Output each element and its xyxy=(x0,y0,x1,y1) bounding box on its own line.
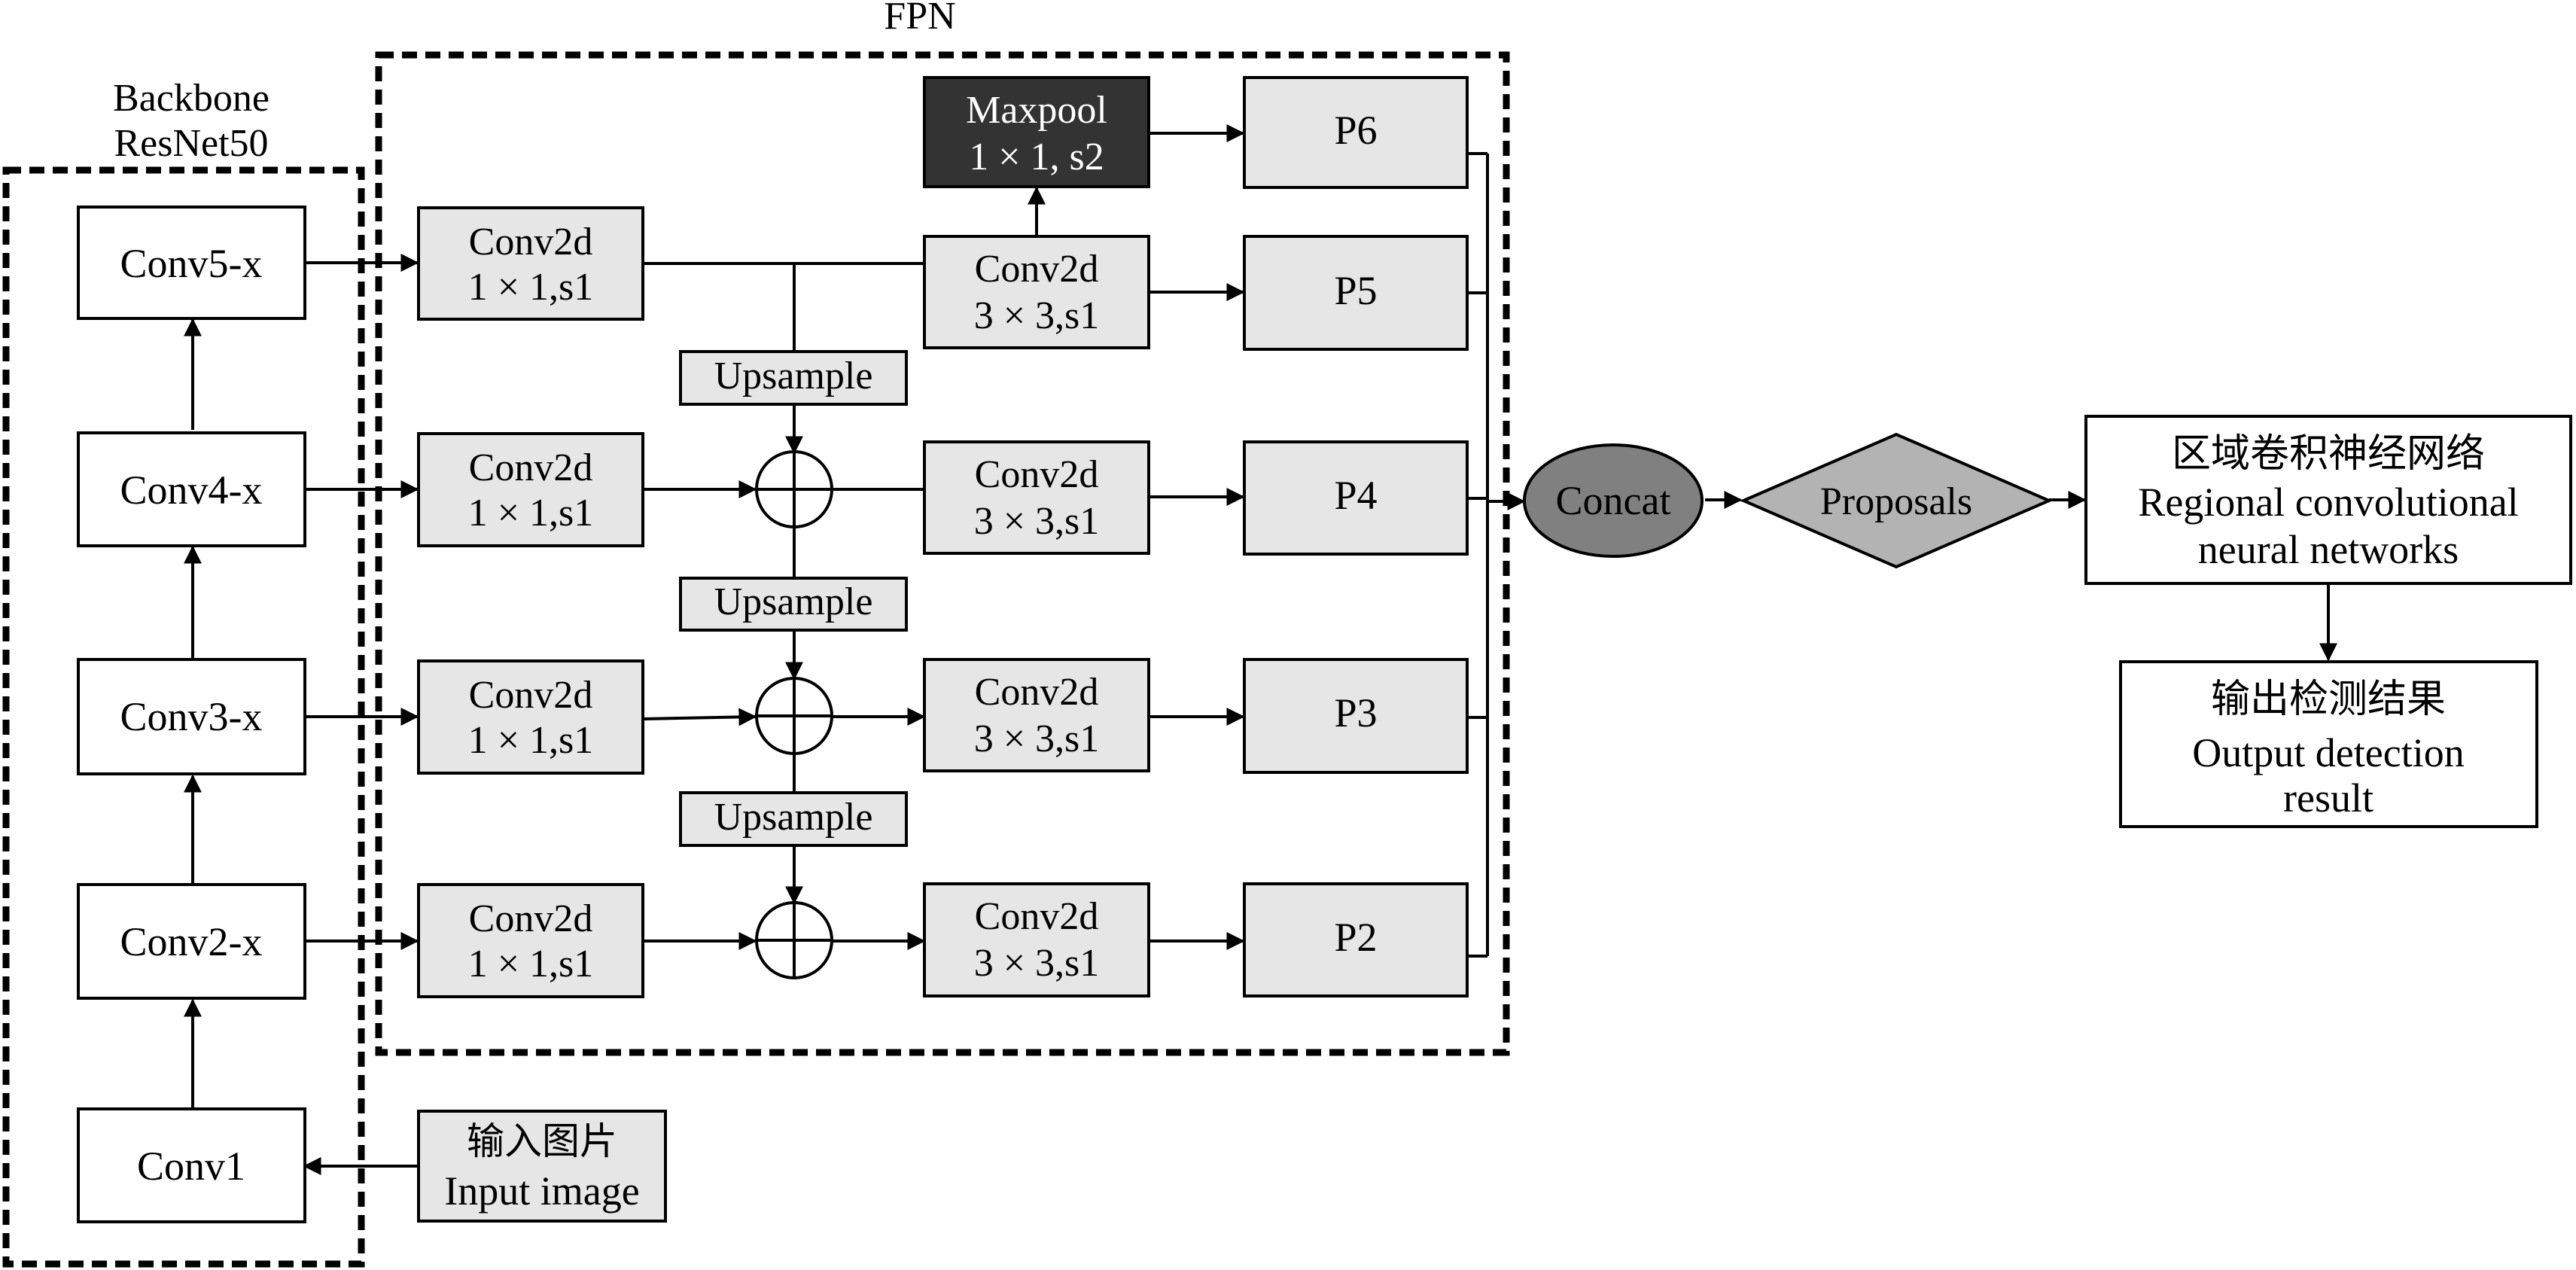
svg-text:1 × 1,s1: 1 × 1,s1 xyxy=(468,266,594,309)
lateral-conv-c5: Conv2d 1 × 1,s1 xyxy=(417,206,644,321)
svg-text:1 × 1, s2: 1 × 1, s2 xyxy=(969,136,1104,178)
result-box: 输出检测结果 Output detection result xyxy=(2119,660,2538,828)
svg-text:Conv2-x: Conv2-x xyxy=(120,919,263,964)
svg-text:1 × 1,s1: 1 × 1,s1 xyxy=(468,492,594,534)
svg-text:Conv2d: Conv2d xyxy=(975,895,1099,938)
smooth-conv-p3: Conv2d 3 × 3,s1 xyxy=(923,658,1150,772)
output-p6: P6 xyxy=(1243,76,1469,189)
svg-text:输出检测结果: 输出检测结果 xyxy=(2211,678,2446,721)
lateral-conv-c4: Conv2d 1 × 1,s1 xyxy=(417,432,644,547)
svg-text:P5: P5 xyxy=(1334,268,1377,313)
backbone-stage-conv2: Conv2-x xyxy=(77,883,306,1000)
smooth-conv-p4: Conv2d 3 × 3,s1 xyxy=(923,440,1150,555)
lateral-conv-c3: Conv2d 1 × 1,s1 xyxy=(417,659,644,775)
svg-text:Conv1: Conv1 xyxy=(137,1144,245,1189)
svg-text:3 × 3,s1: 3 × 3,s1 xyxy=(974,717,1100,760)
svg-text:Output detection: Output detection xyxy=(2192,730,2464,775)
svg-text:P4: P4 xyxy=(1334,473,1377,518)
svg-text:区域卷积神经网络: 区域卷积神经网络 xyxy=(2172,433,2485,476)
output-p3: P3 xyxy=(1243,658,1469,774)
svg-text:Conv2d: Conv2d xyxy=(469,897,593,940)
fpn-frame xyxy=(375,51,1510,1056)
svg-text:1 × 1,s1: 1 × 1,s1 xyxy=(468,719,594,762)
svg-text:Input image: Input image xyxy=(444,1168,639,1214)
output-p4: P4 xyxy=(1243,440,1469,556)
rcnn-box: 区域卷积神经网络 Regional convolutional neural n… xyxy=(2084,415,2572,585)
backbone-stage-conv5: Conv5-x xyxy=(77,206,306,320)
concat-node: Concat xyxy=(1523,443,1704,558)
fpn-label: FPN xyxy=(884,0,955,38)
backbone-frame xyxy=(2,166,365,1268)
backbone-stage-conv3: Conv3-x xyxy=(77,658,306,775)
backbone-label: Backbone xyxy=(113,77,269,120)
upsample-3: Upsample xyxy=(679,791,908,847)
input-image-box: 输入图片 Input image xyxy=(417,1110,667,1223)
svg-text:P6: P6 xyxy=(1334,108,1377,153)
svg-text:Upsample: Upsample xyxy=(714,355,873,397)
resnet50-label: ResNet50 xyxy=(114,122,268,165)
svg-text:3 × 3,s1: 3 × 3,s1 xyxy=(974,500,1100,543)
connectors xyxy=(184,124,2337,1175)
svg-text:Conv2d: Conv2d xyxy=(975,248,1099,291)
lateral-conv-c2: Conv2d 1 × 1,s1 xyxy=(417,883,644,998)
smooth-conv-p2: Conv2d 3 × 3,s1 xyxy=(923,882,1150,997)
output-p2: P2 xyxy=(1243,882,1469,997)
svg-text:Conv5-x: Conv5-x xyxy=(120,241,263,286)
upsample-1: Upsample xyxy=(679,350,908,406)
svg-text:Conv2d: Conv2d xyxy=(469,446,593,489)
svg-text:Conv2d: Conv2d xyxy=(975,671,1099,714)
backbone-stage-conv4: Conv4-x xyxy=(77,431,306,547)
svg-text:Conv2d: Conv2d xyxy=(975,453,1099,496)
svg-text:neural networks: neural networks xyxy=(2198,527,2459,572)
output-p5: P5 xyxy=(1243,235,1469,351)
svg-text:Concat: Concat xyxy=(1556,478,1671,523)
svg-text:Conv2d: Conv2d xyxy=(469,674,593,717)
upsample-2: Upsample xyxy=(679,577,908,632)
backbone-stage-conv1: Conv1 xyxy=(77,1107,306,1223)
svg-text:Upsample: Upsample xyxy=(714,796,873,839)
svg-text:Maxpool: Maxpool xyxy=(966,89,1107,132)
smooth-conv-p5: Conv2d 3 × 3,s1 xyxy=(923,235,1150,349)
proposals-node: Proposals xyxy=(1739,432,2054,569)
svg-text:Upsample: Upsample xyxy=(714,580,873,623)
svg-text:1 × 1,s1: 1 × 1,s1 xyxy=(468,943,594,985)
svg-text:Conv3-x: Conv3-x xyxy=(120,694,263,739)
svg-text:P3: P3 xyxy=(1334,690,1377,736)
maxpool-box: Maxpool 1 × 1, s2 xyxy=(923,76,1150,188)
add-node-p2 xyxy=(755,901,833,979)
svg-text:Proposals: Proposals xyxy=(1820,480,1972,523)
add-node-p4 xyxy=(755,450,833,528)
svg-text:Conv4-x: Conv4-x xyxy=(120,467,263,513)
svg-text:3 × 3,s1: 3 × 3,s1 xyxy=(974,294,1100,337)
add-node-p3 xyxy=(755,677,833,755)
svg-text:result: result xyxy=(2283,775,2374,821)
svg-text:Conv2d: Conv2d xyxy=(469,221,593,263)
svg-text:P2: P2 xyxy=(1334,915,1377,960)
svg-text:3 × 3,s1: 3 × 3,s1 xyxy=(974,942,1100,985)
svg-text:输入图片: 输入图片 xyxy=(467,1120,617,1162)
svg-text:Regional convolutional: Regional convolutional xyxy=(2138,480,2518,525)
